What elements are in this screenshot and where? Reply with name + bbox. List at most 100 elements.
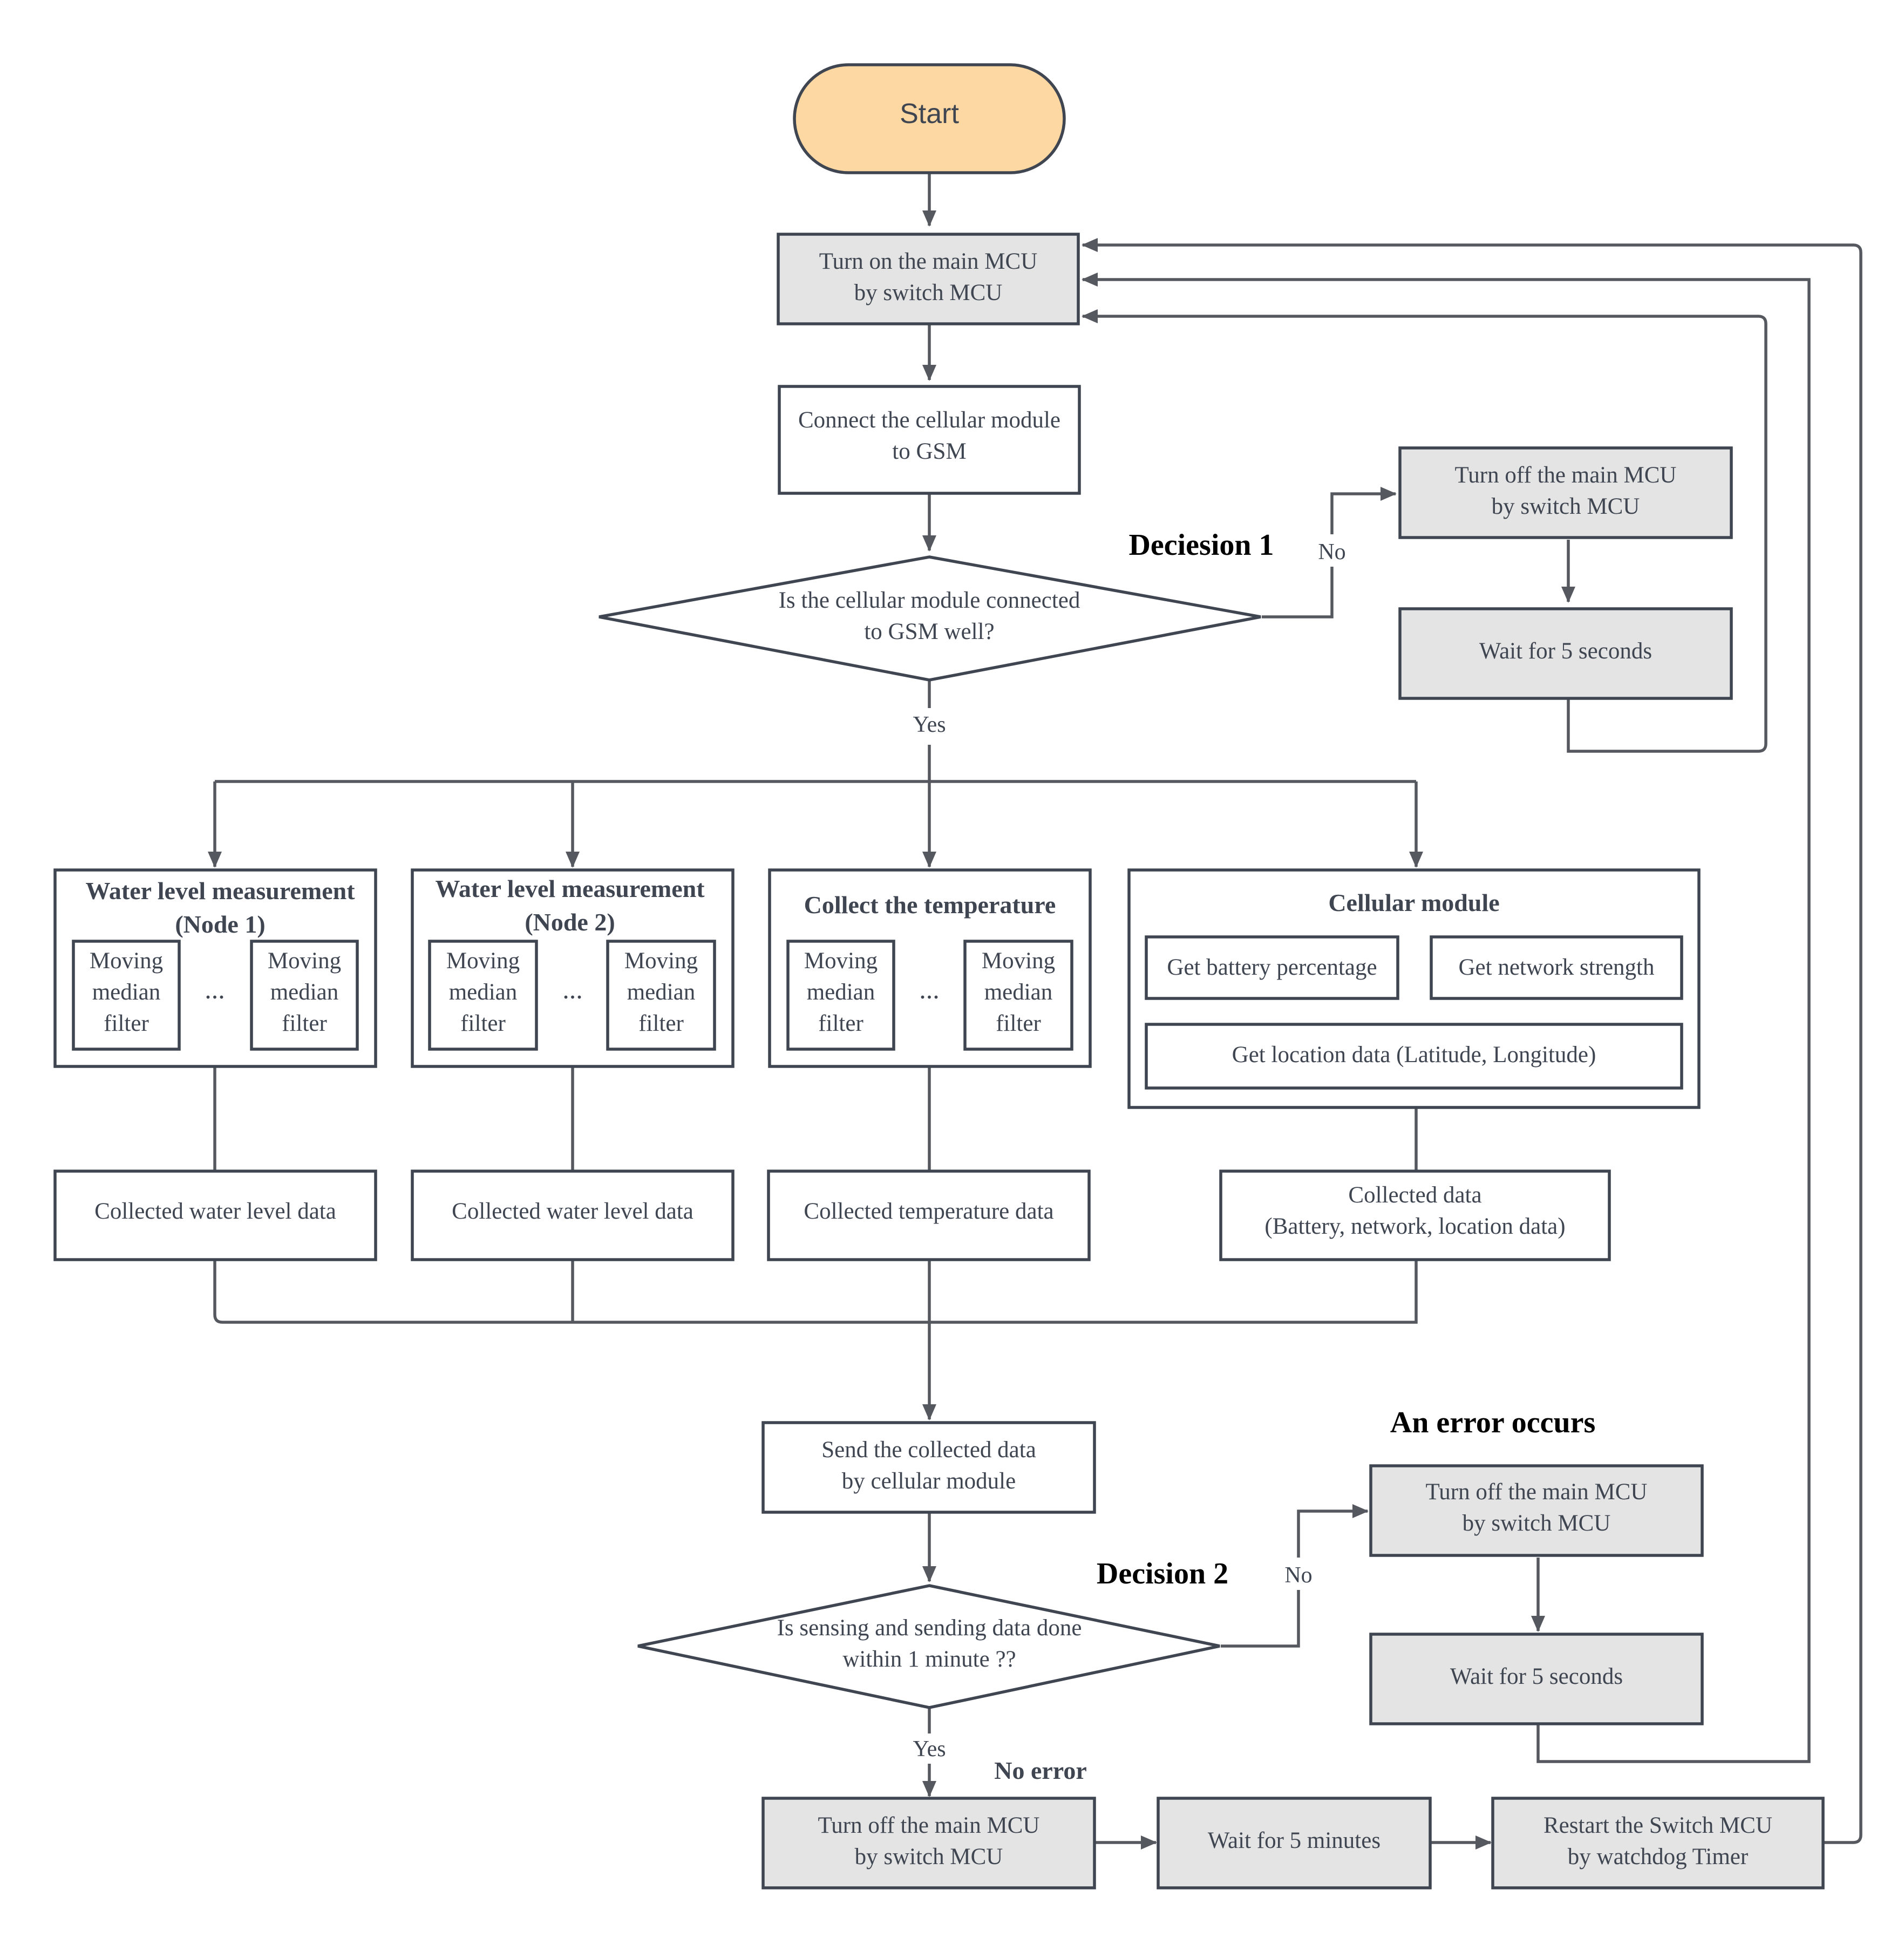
decision2-line2: within 1 minute ?? [842,1647,1016,1672]
start-terminal: Start [793,63,1066,174]
temperature-filter-b-line2: median [984,980,1053,1005]
no-error-off-step: Turn off the main MCU by switch MCU [761,1797,1096,1889]
decision2-line1: Is sensing and sending data done [777,1615,1082,1641]
node1-dots: ... [205,974,225,1004]
node1-filter-b-line2: median [270,980,339,1005]
retry1-wait-step: Wait for 5 seconds [1398,607,1733,700]
decision1-no-label: No [1318,540,1345,565]
retry1-off-step: Turn off the main MCU by switch MCU [1398,446,1733,539]
cellular-collected-line1: Collected data [1348,1182,1481,1208]
no-error-off-line2: by switch MCU [855,1844,1003,1869]
line-collected-node1-down [213,1261,1418,1324]
power-on-line2: by switch MCU [854,280,1003,305]
cellular-network: Get network strength [1430,935,1683,1000]
cellular-location-label: Get location data (Latitude, Longitude) [1232,1042,1596,1068]
power-on-line1: Turn on the main MCU [819,249,1038,274]
retry1-off-line1: Turn off the main MCU [1455,463,1677,488]
no-error-wait-label: Wait for 5 minutes [1208,1828,1381,1853]
decision1-line2: to GSM well? [864,619,994,644]
send-line1: Send the collected data [821,1437,1036,1463]
node2-filter-a-line1: Moving [446,948,520,974]
temperature-collected-label: Collected temperature data [804,1199,1053,1224]
start-label: Start [900,98,959,130]
connectors [208,174,1862,1850]
temperature-filter-b: Moving median filter [963,940,1073,1051]
node1-measurement: Water level measurement (Node 1) Moving … [53,868,377,1068]
error-off-line1: Turn off the main MCU [1426,1479,1648,1505]
node1-filter-b: Moving median filter [250,940,359,1051]
cellular-title: Cellular module [1328,889,1499,916]
node2-filter-b-line3: filter [638,1011,684,1036]
restart-line2: by watchdog Timer [1568,1844,1748,1869]
node2-title-line1: Water level measurement [435,875,705,902]
decision2-yes-bg [905,1733,954,1764]
temperature-filter-a-line2: median [807,980,875,1005]
arrow-restart-loop [1082,238,1862,1844]
node1-filter-b-line1: Moving [268,948,341,974]
error-wait-label: Wait for 5 seconds [1450,1664,1623,1689]
arrow-error-wait-loop [1082,273,1811,1763]
node1-filter-a: Moving median filter [72,940,181,1051]
node1-filter-a-line2: median [92,980,161,1005]
power-on-step: Turn on the main MCU by switch MCU [777,233,1080,325]
decision2-no-bg [1278,1558,1319,1590]
no-error-title: No error [994,1757,1087,1784]
decision2-yes-label: Yes [913,1737,946,1762]
decision2-no-label: No [1284,1563,1312,1588]
node1-title-line1: Water level measurement [85,877,355,905]
temperature-filter-a-line3: filter [818,1011,863,1036]
cellular-battery: Get battery percentage [1145,935,1399,1000]
cellular-collected: Collected data (Battery, network, locati… [1219,1170,1611,1261]
error-off-step: Turn off the main MCU by switch MCU [1369,1464,1704,1557]
cellular-battery-label: Get battery percentage [1167,955,1377,980]
decision2-title: Decision 2 [1097,1557,1228,1590]
node1-collected-label: Collected water level data [94,1199,336,1224]
decision1-title: Deciesion 1 [1128,528,1274,562]
node2-dots: ... [562,974,583,1004]
retry1-wait-label: Wait for 5 seconds [1479,638,1652,664]
decision1-yes-bg [905,708,954,740]
decision1: Is the cellular module connected to GSM … [599,528,1352,740]
cellular-collected-line2: (Battery, network, location data) [1264,1214,1565,1239]
decision1-line1: Is the cellular module connected [779,588,1080,613]
node2-filter-b-line1: Moving [624,948,698,974]
cellular-network-label: Get network strength [1458,955,1654,980]
restart-step: Restart the Switch MCU by watchdog Timer [1491,1797,1825,1889]
node1-title-line2: (Node 1) [175,910,265,938]
retry1-off-line2: by switch MCU [1492,494,1640,519]
connect-line2: to GSM [892,439,966,464]
node2-filter-b-line2: median [627,980,696,1005]
temperature-filter-b-line1: Moving [982,948,1055,974]
node2-measurement: Water level measurement (Node 2) Moving … [411,868,735,1068]
node2-title-line2: (Node 2) [525,908,615,936]
temperature-title: Collect the temperature [804,891,1056,919]
node2-collected-label: Collected water level data [452,1199,693,1224]
error-branch-title: An error occurs [1390,1406,1596,1439]
temperature-filter-b-line3: filter [996,1011,1041,1036]
node2-filter-a-line2: median [449,980,518,1005]
arrow-retry-wait-loop [1082,309,1767,753]
node2-collected: Collected water level data [411,1170,735,1261]
no-error-wait-step: Wait for 5 minutes [1157,1797,1432,1889]
cellular-location: Get location data (Latitude, Longitude) [1145,1023,1683,1090]
decision1-no-bg [1311,534,1352,567]
connect-step: Connect the cellular module to GSM [778,385,1081,495]
node2-filter-b: Moving median filter [606,940,716,1051]
temperature-filter-a: Moving median filter [786,940,895,1051]
send-step: Send the collected data by cellular modu… [761,1421,1096,1514]
node2-filter-a: Moving median filter [428,940,538,1051]
temperature-dots: ... [919,974,940,1004]
temperature-collected: Collected temperature data [767,1170,1091,1261]
temperature-measurement: Collect the temperature Moving median fi… [768,868,1092,1068]
decision2: Is sensing and sending data done within … [637,1557,1319,1764]
temperature-filter-a-line1: Moving [804,948,878,974]
error-wait-step: Wait for 5 seconds [1369,1633,1704,1725]
node1-filter-a-line3: filter [104,1011,149,1036]
send-line2: by cellular module [842,1468,1016,1494]
node1-collected: Collected water level data [53,1170,377,1261]
node1-filter-a-line1: Moving [90,948,163,974]
error-off-line2: by switch MCU [1463,1511,1611,1536]
no-error-off-line1: Turn off the main MCU [818,1813,1040,1838]
node2-filter-a-line3: filter [460,1011,506,1036]
